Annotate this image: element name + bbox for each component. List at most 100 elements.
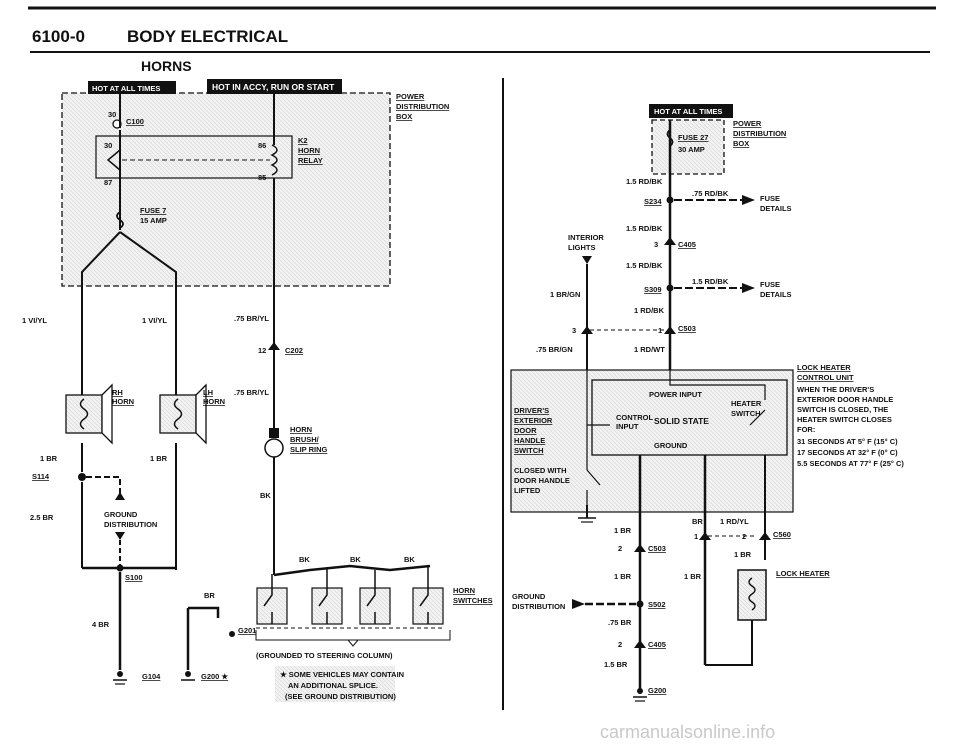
pin-label: 12: [258, 346, 266, 355]
fuse-details-label: FUSE: [760, 194, 780, 203]
s234-label: S234: [644, 197, 662, 206]
s114-splice: [78, 473, 86, 481]
description-text: FOR:: [797, 425, 815, 434]
solid-state-label: SOLID STATE: [654, 416, 709, 426]
fuse-details-label: DETAILS: [760, 290, 792, 299]
relay-coil: [270, 144, 278, 176]
wire-label: 1 BR: [684, 572, 702, 581]
interior-lights-label: LIGHTS: [568, 243, 596, 252]
rh-horn-icon: [65, 394, 103, 434]
fuse-label: FUSE 7: [140, 206, 166, 215]
drivers-switch-label: DRIVER'S: [514, 406, 549, 415]
hot-at-all-times-badge: [649, 104, 733, 118]
rh-horn-label: HORN: [112, 397, 134, 406]
lock-heater-icon: [737, 569, 767, 621]
section-number: 6100-0: [32, 27, 85, 46]
power-input-label: POWER INPUT: [649, 390, 702, 399]
pin-label: 30: [108, 110, 116, 119]
wire-label: 1 BR: [150, 454, 168, 463]
drivers-switch-label: DOOR: [514, 426, 537, 435]
s234-splice: [666, 196, 674, 204]
wire-label: BK: [299, 555, 310, 564]
wire-label: 1 RD/YL: [720, 517, 749, 526]
description-text: EXTERIOR DOOR HANDLE: [797, 395, 893, 404]
wire-label: 1.5 RD/BK: [626, 177, 663, 186]
power-box-label: BOX: [733, 139, 749, 148]
hot-accy-badge: [207, 79, 342, 94]
pin-label: 2: [618, 640, 622, 649]
note-text: (SEE GROUND DISTRIBUTION): [285, 692, 396, 701]
pin-label: 1: [694, 532, 698, 541]
badge-text: HOT AT ALL TIMES: [654, 107, 722, 116]
pin-label: 86: [258, 141, 266, 150]
description-text: HEATER SWITCH CLOSES: [797, 415, 892, 424]
ground-dist-label: GROUND: [104, 510, 138, 519]
wire-label: .75 BR/GN: [536, 345, 573, 354]
g104-label: G104: [142, 672, 161, 681]
wire-label: BK: [260, 491, 271, 500]
power-distribution-box: [61, 92, 391, 287]
note-text: AN ADDITIONAL SPLICE.: [288, 681, 378, 690]
interior-lights-label: INTERIOR: [568, 233, 604, 242]
pin-label: 30: [104, 141, 112, 150]
lh-horn-label: LH: [203, 388, 213, 397]
control-input-label: CONTROL: [616, 413, 653, 422]
closed-label: DOOR HANDLE: [514, 476, 570, 485]
relay-box: [95, 135, 293, 179]
control-input-label: INPUT: [616, 422, 639, 431]
s309-splice: [666, 284, 674, 292]
s309-label: S309: [644, 285, 662, 294]
fuse-label: 15 AMP: [140, 216, 167, 225]
s114-label: S114: [32, 472, 50, 481]
description-text: WHEN THE DRIVER'S: [797, 385, 874, 394]
wire-label: BK: [404, 555, 415, 564]
power-box-label: DISTRIBUTION: [396, 102, 449, 111]
lock-heater-circuit: HOT AT ALL TIMES FUSE 27 30 AMP POWER DI…: [510, 104, 904, 702]
pin-label: 2: [618, 544, 622, 553]
ground-dist-label: DISTRIBUTION: [104, 520, 157, 529]
power-box-label: BOX: [396, 112, 412, 121]
ground-dist-label: GROUND: [512, 592, 546, 601]
lock-heater-unit-label: LOCK HEATER: [797, 363, 851, 372]
lh-horn-icon: [159, 394, 197, 434]
description-text: 5.5 SECONDS AT 77° F (25° C): [797, 459, 904, 468]
wire-label: BR: [204, 591, 215, 600]
lock-heater-unit-label: CONTROL UNIT: [797, 373, 854, 382]
c405b-label: C405: [648, 640, 666, 649]
fuse-label: FUSE 27: [678, 133, 708, 142]
horn-circuit: HOT AT ALL TIMES HOT IN ACCY, RUN OR STA…: [22, 79, 493, 702]
badge-text: HOT AT ALL TIMES: [92, 84, 160, 93]
fuse-details-label: FUSE: [760, 280, 780, 289]
description-text: SWITCH IS CLOSED, THE: [797, 405, 888, 414]
relay-switch: [106, 149, 121, 171]
slip-ring-icon: [264, 438, 284, 458]
c100-label: C100: [126, 117, 144, 126]
c503b-label: C503: [648, 544, 666, 553]
wire-label: 1 BR: [614, 572, 632, 581]
wire-label: 1.5 RD/BK: [626, 224, 663, 233]
power-box-label: DISTRIBUTION: [733, 129, 786, 138]
drivers-switch-label: HANDLE: [514, 436, 545, 445]
pin-label: 3: [572, 326, 576, 335]
closed-label: LIFTED: [514, 486, 541, 495]
lh-horn-label: HORN: [203, 397, 225, 406]
pin-label: 87: [104, 178, 112, 187]
g201-label: G201: [238, 626, 256, 635]
s502-splice: [636, 600, 644, 608]
power-box-label: POWER: [396, 92, 425, 101]
grounded-note: (GROUNDED TO STEERING COLUMN): [256, 651, 393, 660]
wire-label: 1 RD/BK: [634, 306, 665, 315]
slip-ring-label: SLIP RING: [290, 445, 328, 454]
description-text: 31 SECONDS AT 5° F (15° C): [797, 437, 898, 446]
page-title: BODY ELECTRICAL: [127, 27, 288, 46]
horn-switches-label: SWITCHES: [453, 596, 493, 605]
power-box-label: POWER: [733, 119, 762, 128]
s100-splice: [116, 564, 124, 572]
wire-label: 1 VI/YL: [22, 316, 47, 325]
pin-label: 3: [654, 240, 658, 249]
lock-heater-label: LOCK HEATER: [776, 569, 830, 578]
note-box: [275, 666, 395, 702]
wire-label: 2.5 BR: [30, 513, 54, 522]
c202-connector: [268, 342, 280, 350]
